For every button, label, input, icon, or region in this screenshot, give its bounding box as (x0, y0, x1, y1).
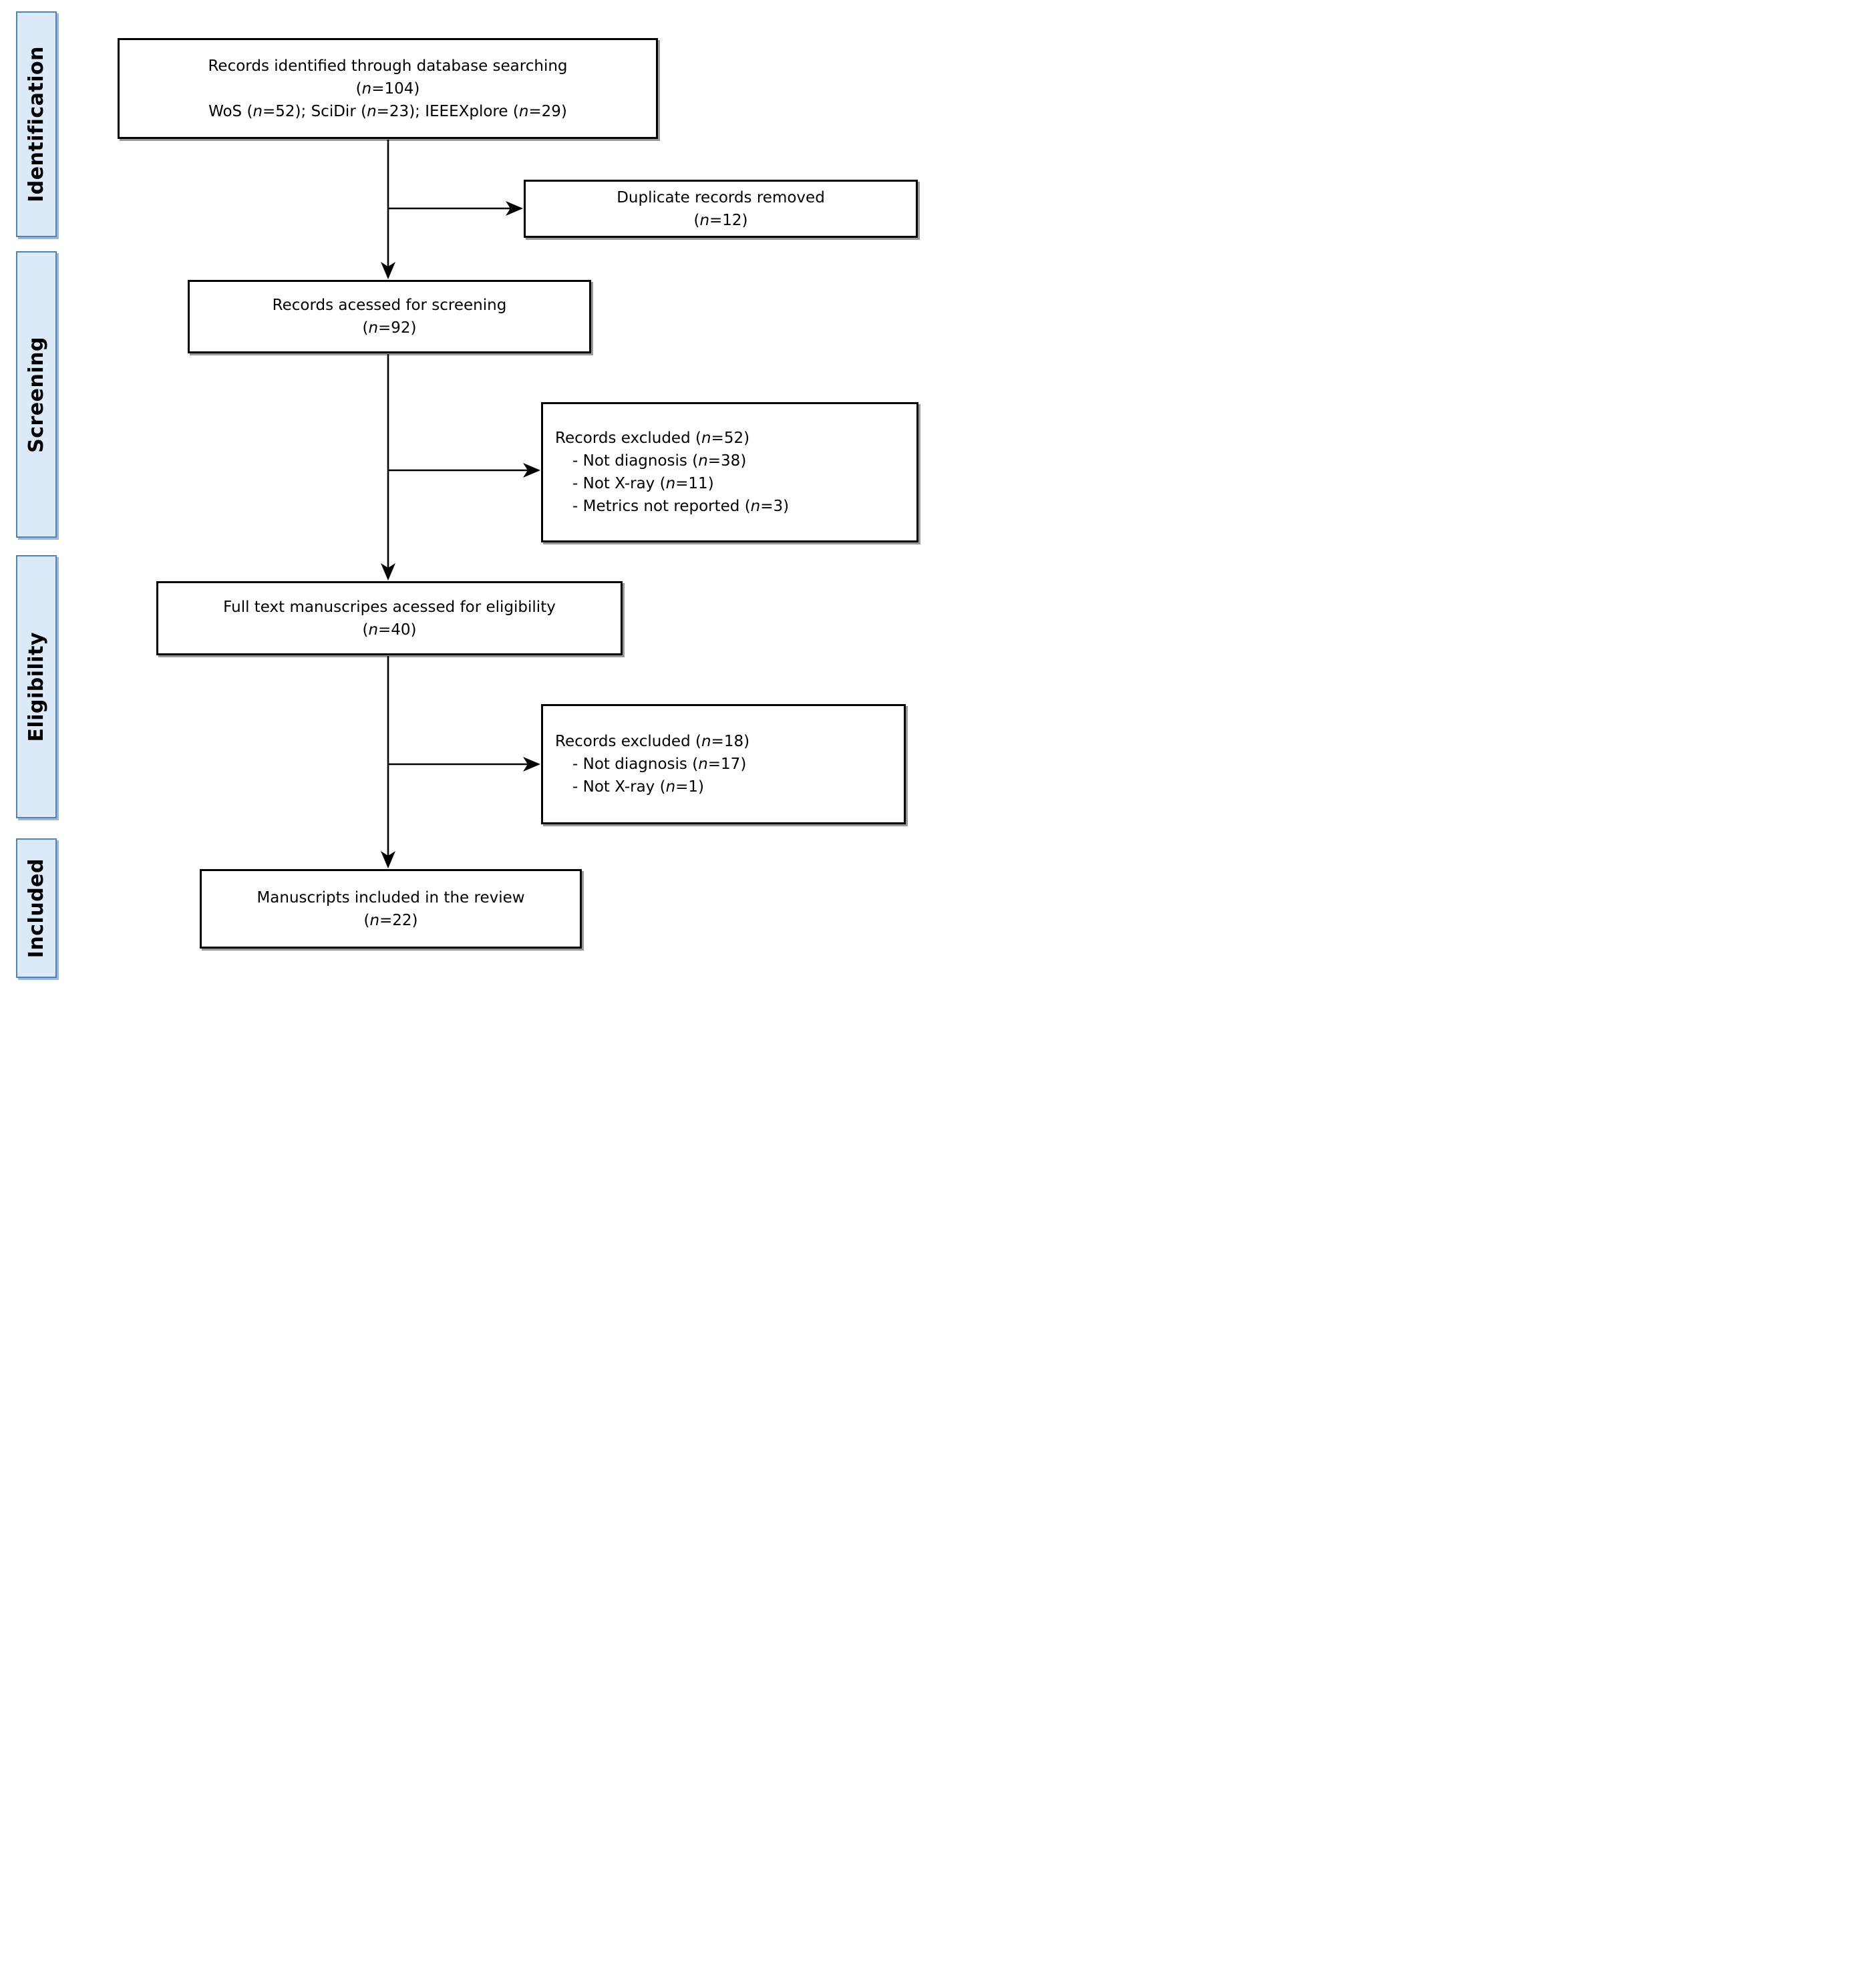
arrow-branch-to-excluded-eligibility (388, 757, 540, 772)
arrow-branch-to-duplicates (388, 201, 523, 216)
arrowhead-down-icon (381, 851, 395, 868)
arrowhead-right-icon (523, 463, 540, 478)
flow-box-duplicates-removed: Duplicate records removed (n=12) (524, 180, 918, 238)
arrow-identified-to-screened (381, 140, 395, 279)
box-text-line: Duplicate records removed (617, 188, 825, 206)
flow-box-records-screened: Records acessed for screening (n=92) (188, 280, 591, 353)
box-text-line: Records identified through database sear… (208, 57, 568, 75)
box-text-line: - Not diagnosis (n=38) (572, 452, 747, 470)
box-text-line: Records excluded (n=52) (555, 430, 750, 447)
arrowhead-right-icon (523, 757, 540, 772)
stage-identification: Identification (16, 11, 57, 237)
stage-label: Eligibility (25, 631, 48, 742)
box-text-line: Full text manuscripes acessed for eligib… (223, 598, 556, 616)
arrowhead-down-icon (381, 563, 395, 581)
box-text-line: - Metrics not reported (n=3) (572, 498, 790, 515)
stage-screening: Screening (16, 251, 57, 538)
arrowhead-down-icon (381, 262, 395, 279)
arrow-screened-to-eligibility (381, 354, 395, 581)
box-text-line: (n=92) (362, 319, 417, 337)
stage-eligibility: Eligibility (16, 555, 57, 818)
arrow-eligibility-to-included (381, 656, 395, 868)
stage-included: Included (16, 838, 57, 978)
box-text-line: - Not X-ray (n=11) (572, 475, 714, 492)
flow-box-records-identified: Records identified through database sear… (118, 38, 658, 139)
box-text-line: Manuscripts included in the review (257, 888, 525, 906)
box-text-line: Records excluded (n=18) (555, 733, 750, 750)
stage-label: Included (25, 858, 48, 959)
stage-label: Screening (25, 336, 48, 453)
box-text-line: (n=40) (362, 621, 417, 639)
box-text-line: - Not diagnosis (n=17) (572, 756, 747, 773)
box-text-line: (n=12) (693, 211, 748, 229)
flow-connectors (381, 140, 540, 868)
box-text-line: WoS (n=52); SciDir (n=23); IEEEXplore (n… (208, 102, 567, 120)
flow-box-excluded-screening: Records excluded (n=52) - Not diagnosis … (541, 402, 918, 542)
prisma-flow-diagram: Identification Screening Eligibility Inc… (0, 0, 935, 994)
stage-label: Identification (25, 46, 48, 202)
flow-box-fulltext-eligibility: Full text manuscripes acessed for eligib… (156, 581, 623, 655)
box-text-line: - Not X-ray (n=1) (572, 778, 705, 796)
flow-box-excluded-eligibility: Records excluded (n=18) - Not diagnosis … (541, 704, 906, 824)
box-text-line: Records acessed for screening (272, 297, 507, 314)
arrowhead-right-icon (506, 201, 523, 216)
box-text-line: (n=104) (355, 79, 420, 98)
flow-box-manuscripts-included: Manuscripts included in the review (n=22… (200, 869, 582, 949)
box-text-line: (n=22) (363, 911, 418, 929)
arrow-branch-to-excluded-screening (388, 463, 540, 478)
